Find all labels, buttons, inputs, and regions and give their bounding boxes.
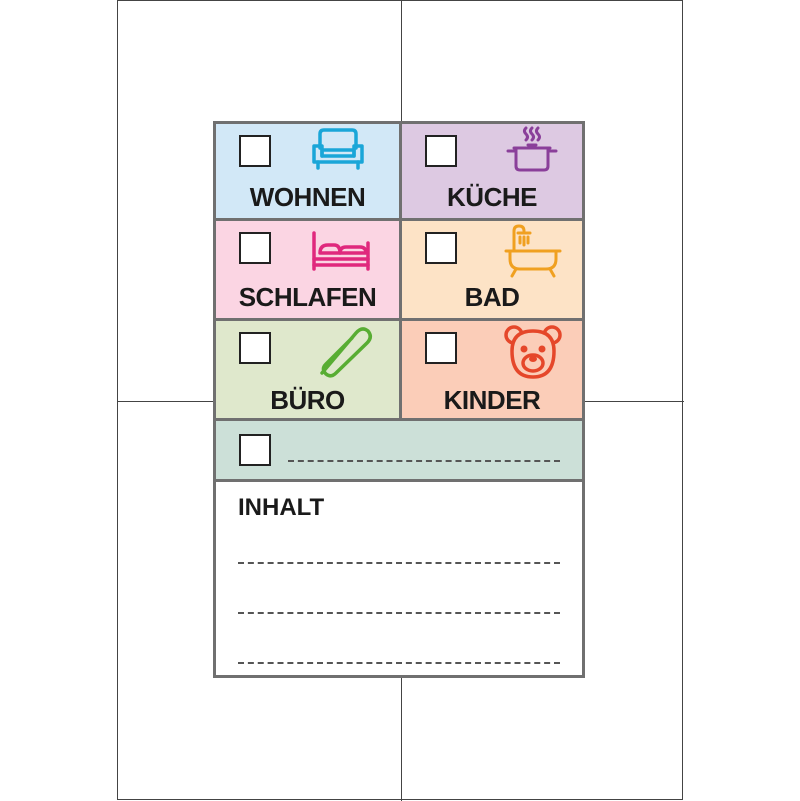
room-label-schlafen: SCHLAFEN [238, 282, 377, 312]
grid-divider [216, 479, 582, 482]
checkbox-wohnen[interactable] [239, 135, 271, 167]
room-cell-wohnen: WOHNEN [216, 124, 399, 218]
room-cell-schlafen: SCHLAFEN [216, 221, 399, 318]
bed-icon [312, 231, 370, 271]
room-cell-kueche: KÜCHE [402, 124, 582, 218]
checkbox-kueche[interactable] [425, 135, 457, 167]
bathtub-icon [504, 224, 562, 278]
cooking-pot-icon [506, 126, 558, 172]
checkbox-kinder[interactable] [425, 332, 457, 364]
paperclip-icon [320, 327, 372, 378]
room-label-kueche: KÜCHE [447, 182, 537, 212]
grid-divider-vertical [399, 124, 402, 421]
room-cell-bad: BAD [402, 221, 582, 318]
contents-title: INHALT [238, 494, 325, 521]
room-label-kinder: KINDER [443, 385, 541, 415]
contents-write-line[interactable] [238, 662, 560, 664]
contents-write-line[interactable] [238, 562, 560, 564]
room-cell-buero: BÜRO [216, 321, 399, 421]
checkbox-buero[interactable] [239, 332, 271, 364]
room-label-wohnen: WOHNEN [249, 182, 366, 212]
checkbox-schlafen[interactable] [239, 232, 271, 264]
checkbox-custom-room[interactable] [239, 434, 271, 466]
teddy-bear-icon [504, 325, 562, 379]
sofa-icon [312, 128, 364, 170]
room-label-bad: BAD [464, 282, 520, 312]
moving-box-label: WOHNEN KÜCHE [213, 121, 585, 678]
custom-room-row [216, 421, 582, 479]
contents-write-line[interactable] [238, 612, 560, 614]
checkbox-bad[interactable] [425, 232, 457, 264]
grid-divider [216, 418, 582, 421]
custom-room-write-line[interactable] [288, 460, 560, 462]
room-label-buero: BÜRO [270, 385, 345, 415]
room-cell-kinder: KINDER [402, 321, 582, 421]
contents-section: INHALT [216, 482, 582, 675]
